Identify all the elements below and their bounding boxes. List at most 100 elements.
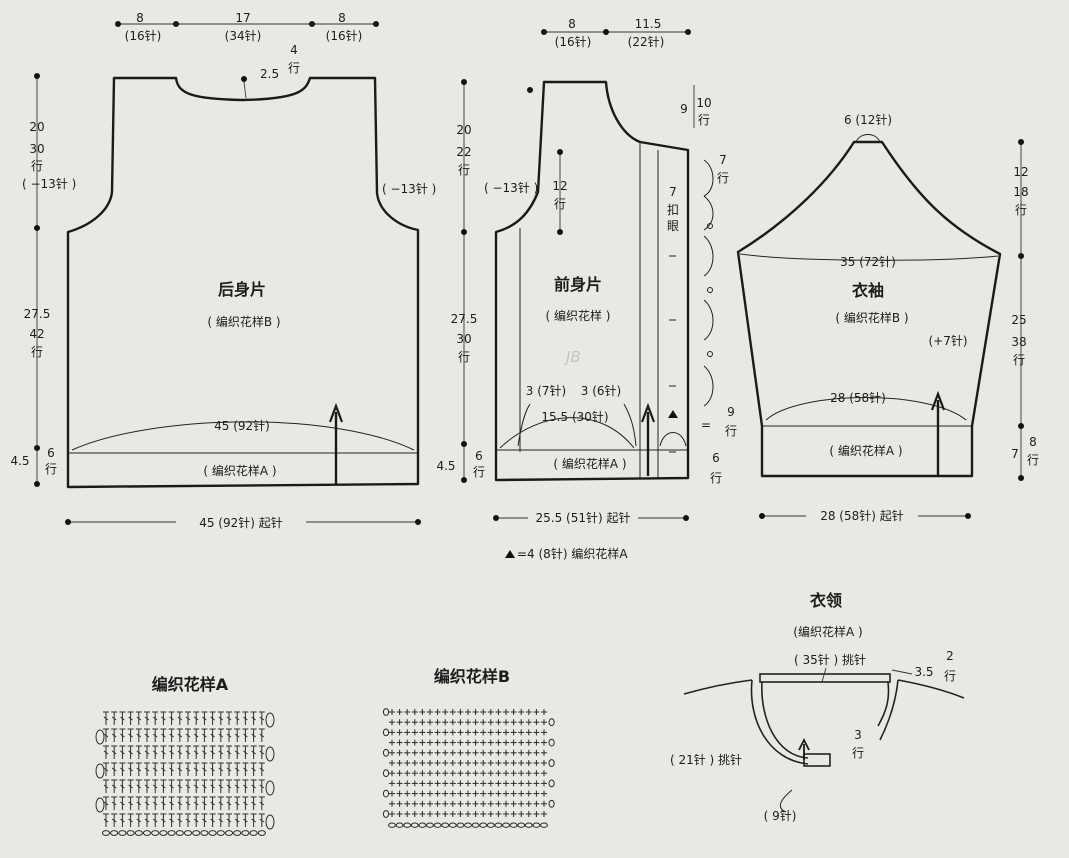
front-width-arc-label: 15.5 (30针) [541,409,608,424]
back-top-left: 8 [136,11,144,25]
chart-b-row [389,738,555,747]
sleeve-pattern-a: ( 编织花样A ) [829,443,902,458]
sleeve-cap-rows: 18 [1013,185,1028,199]
chart-b-symbols [382,708,555,828]
sleeve-cuff-arc [765,397,967,421]
front-rib-rows-unit: 行 [473,465,485,479]
front-band-b: 3 (6针) [581,383,621,398]
collar-pattern: (编织花样A ) [793,624,862,639]
collar-height-rows: 2 [946,649,954,663]
back-body-rows: 42 [29,327,44,341]
front-band-rows-9: 9 [727,405,735,419]
front-cast-on: 25.5 (51针) 起针 [536,510,631,525]
front-watermark: JB [563,348,581,366]
front-dec-left: ( −13针 ) [484,180,538,195]
collar-rows3: 3 [854,728,862,742]
chart-a-row [103,711,275,728]
front-top-right-st: (22针) [628,34,665,49]
sleeve-length-rows-unit: 行 [1013,353,1025,367]
back-title: 后身片 [218,280,266,299]
back-pattern-a: ( 编织花样A ) [203,463,276,478]
chart-a-row [103,745,275,762]
chart-b-title: 编织花样B [434,667,510,686]
front-band-rows-6: 6 [712,451,720,465]
front-buttonholes-unit1: 扣 [667,203,679,217]
collar-pick-back: ( 35针 ) 挑针 [794,652,866,667]
collar-title: 衣领 [810,591,842,610]
front-band-rows-top: 7 [719,153,727,167]
chart-b-row [382,748,547,757]
front-band-a: 3 (7针) [526,383,566,398]
chart-b-foundation [388,822,548,828]
front-pattern-b: ( 编织花样 ) [546,308,611,323]
sleeve-cap-h: 12 [1013,165,1028,179]
front-armhole-rows-unit: 行 [458,163,470,177]
back-cast-on: 45 (92针) 起针 [199,515,283,530]
front-top-right: 11.5 [635,17,662,31]
sleeve-cuff-h: 7 [1011,447,1019,461]
collar-cut: ( 9针) [764,808,797,823]
note-triangle [505,550,515,558]
sleeve-cuff-rows-unit: 行 [1027,453,1039,467]
front-top-left: 8 [568,17,576,31]
collar-piece: 衣领 (编织花样A ) ( 35针 ) 挑针 3.5 2 行 ( 21针 ) 挑… [670,591,965,823]
collar-height-rows-unit: 行 [944,669,956,683]
chart-b-row [382,728,547,737]
chart-b-row [389,799,555,808]
front-body-h: 27.5 [451,312,478,326]
back-rib-rows-unit: 行 [45,462,57,476]
collar-rows3-unit: 行 [852,746,864,760]
front-title: 前身片 [554,275,602,294]
chart-a-row [95,728,265,745]
front-buttonholes-unit2: 眼 [667,219,679,233]
sleeve-top: 6 (12针) [844,112,892,127]
back-rib-rows: 6 [47,446,55,460]
sleeve-inc: (+7针) [928,333,967,348]
front-rib-rows: 6 [475,449,483,463]
front-buttonholes: 7 [669,185,677,199]
front-rib-h: 4.5 [436,459,455,473]
back-outline [66,76,420,489]
chart-a-row [103,779,275,796]
front-body-rows: 30 [456,332,471,346]
back-piece: 8 (16针) 17 (34针) 8 (16针) 2.5 4 行 20 30 行… [10,11,436,530]
back-armhole-rows-unit: 行 [31,159,43,173]
front-top-left-st: (16针) [555,34,592,49]
sleeve-piece: 6 (12针) 35 (72针) 衣袖 ( 编织花样B ) (+7针) 28 (… [736,112,1039,524]
sleeve-width-arc [739,253,999,261]
chart-a-symbols [95,711,275,836]
back-top-mid: 17 [235,11,250,25]
front-neck-rows-unit: 行 [698,113,710,127]
front-band-rows-9-unit: 行 [725,424,737,438]
front-band-rows-6-unit: 行 [710,471,722,485]
front-neck-rows: 10 [696,96,711,110]
back-neck-rows-unit: 行 [288,61,300,75]
sleeve-outline [736,140,1002,478]
sleeve-cuff-rows: 8 [1029,435,1037,449]
front-button-band-marks [669,159,714,453]
sleeve-pattern-b: ( 编织花样B ) [835,310,908,325]
chart-b-row [389,759,555,767]
back-top-right-st: (16针) [326,28,363,43]
front-body-rows-unit: 行 [458,350,470,364]
chart-b-row [389,779,555,788]
back-top-right: 8 [338,11,346,25]
sleeve-length: 25 [1011,313,1026,327]
front-armhole-h: 20 [456,123,471,137]
front-piece: 8 (16针) 11.5 (22针) 9 10 行 20 22 行 27.5 3… [436,17,737,561]
back-width-arc [71,421,415,451]
back-arrow-head [328,402,344,423]
front-triangle-mark [668,410,678,418]
chart-a-row [95,762,265,779]
front-neck-h: 9 [680,102,688,116]
sleeve-cuff-width: 28 (58针) [830,390,886,405]
front-armhole-inner-unit: 行 [554,197,566,211]
front-armhole-inner: 12 [552,179,567,193]
back-body-rows-unit: 行 [31,345,43,359]
back-body-h: 27.5 [24,307,51,321]
front-eq-sign: = [701,418,711,432]
front-armhole-rows: 22 [456,145,471,159]
sleeve-cast-on: 28 (58针) 起针 [820,508,904,523]
